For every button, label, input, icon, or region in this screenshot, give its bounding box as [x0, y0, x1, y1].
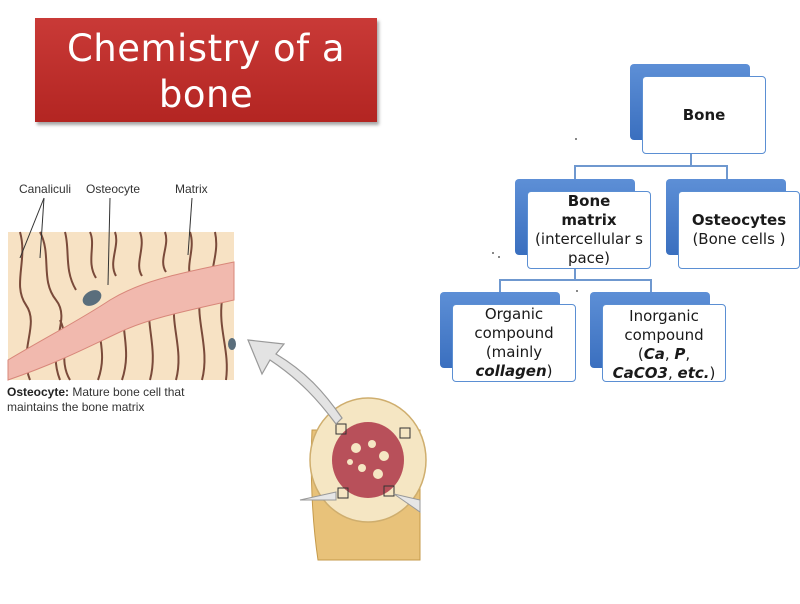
node-inorganic-sep2: ,	[685, 345, 691, 363]
node-inorganic-etc: etc.	[677, 364, 710, 382]
node-bone-label: Bone	[642, 76, 766, 154]
slide-title-line2: bone	[158, 73, 254, 116]
stray-dot	[576, 290, 578, 292]
node-inorganic-sep1: ,	[664, 345, 675, 363]
node-inorganic-caco3: CaCO3	[612, 364, 668, 382]
connector-level1-bar	[574, 165, 728, 167]
connector-to-inorganic	[650, 279, 652, 293]
stray-dot	[498, 256, 500, 258]
node-inorganic-sep3: ,	[667, 364, 673, 382]
node-matrix-sub: (intercellular space)	[535, 230, 643, 267]
node-organic-text: Organic compound (mainly	[474, 305, 554, 361]
label-pointers	[19, 197, 193, 286]
node-inorganic-ca: Ca	[643, 345, 665, 363]
osteocyte-drawing	[7, 197, 427, 561]
node-inorganic-close: )	[709, 364, 716, 382]
node-osteocytes-box: Osteocytes (Bone cells )	[678, 191, 800, 269]
connector-to-organic	[499, 279, 501, 293]
stray-dot	[575, 138, 577, 140]
node-osteocytes-sub: (Bone cells )	[692, 230, 786, 248]
caption-term: Osteocyte:	[7, 385, 70, 399]
label-osteocyte: Osteocyte	[86, 182, 141, 196]
node-matrix-title: Bone matrix	[561, 192, 617, 229]
edge-nucleus	[228, 338, 236, 350]
label-canaliculi: Canaliculi	[19, 182, 72, 196]
title-banner: Chemistry of a bone	[35, 18, 377, 122]
connector-root-down	[690, 152, 692, 166]
node-inorganic-p: P	[674, 345, 686, 363]
canaliculi-lines	[19, 231, 228, 381]
connector-level2-bar	[499, 279, 651, 281]
osteocyte-nucleus	[82, 290, 102, 306]
label-matrix: Matrix	[175, 182, 208, 196]
node-inorganic-text: Inorganic compound (	[624, 307, 704, 363]
node-inorganic-box: Inorganic compound (Ca, P, CaCO3, etc.)	[602, 304, 726, 382]
node-matrix-box: Bone matrix (intercellular space)	[527, 191, 651, 269]
node-osteocytes-title: Osteocytes	[691, 211, 787, 229]
node-organic-collagen: collagen	[475, 362, 547, 380]
connector-to-matrix	[574, 165, 576, 181]
stray-dot	[492, 252, 494, 254]
bone-cross-section	[299, 397, 427, 561]
connector-matrix-down	[574, 268, 576, 280]
cell-band	[7, 261, 235, 381]
node-organic-close: )	[546, 362, 553, 380]
connector-to-osteocytes	[726, 165, 728, 181]
arrow-icon	[247, 339, 343, 425]
osteocyte-illustration: Canaliculi Osteocyte Matrix	[0, 170, 430, 600]
caption-text-1: Mature bone cell that	[72, 385, 185, 399]
slide-title-line1: Chemistry of a	[66, 27, 346, 70]
node-organic-box: Organic compound (mainly collagen)	[452, 304, 576, 382]
osteocyte-caption: Osteocyte: Mature bone cell that maintai…	[7, 385, 227, 415]
caption-text-2: maintains the bone matrix	[7, 400, 145, 414]
